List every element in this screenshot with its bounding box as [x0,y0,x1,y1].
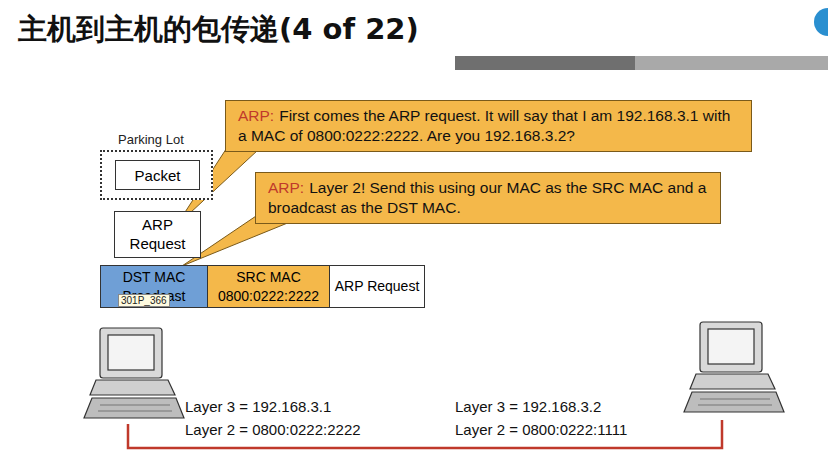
header-bar [635,56,828,70]
arp-request-box: ARP Request [114,211,201,258]
src-mac-field: SRC MAC0800:0222:2222 [208,265,330,308]
callout-tag: ARP: [268,179,304,196]
packet-box: Packet [115,160,200,190]
field-name: DST MAC [123,268,186,286]
logo-circle [814,8,828,36]
field-name: SRC MAC [236,268,301,286]
field-value: 0800:0222:2222 [218,287,319,305]
arp-request-field: ARP Request [330,265,425,308]
callout-text: Layer 2! Send this using our MAC as the … [268,179,706,216]
callout-text: First comes the ARP request. It will say… [238,107,730,144]
header-bar [455,56,635,70]
computer [684,322,784,412]
field-name: ARP Request [115,216,200,254]
parking-lot-box: Parking LotPacket [100,150,213,200]
callout-box: ARP:Layer 2! Send this using our MAC as … [255,172,721,224]
network-cable [128,420,722,448]
callout-box: ARP:First comes the ARP request. It will… [225,100,752,152]
heading: Parking Lot [118,132,184,147]
host-label: Layer 2 = 0800:0222:2222 [185,421,361,438]
callout-tag: ARP: [238,107,274,124]
host-label: Layer 3 = 192.168.3.2 [455,398,601,415]
host-label: Layer 3 = 192.168.3.1 [185,398,331,415]
computer [84,328,184,418]
host-label: Layer 2 = 0800:0222:1111 [455,421,627,438]
field-name: ARP Request [335,277,420,295]
slide-title: 主机到主机的包传递(4 of 22) [18,10,419,50]
field-name: Packet [135,167,181,184]
tooltip: 301P_366 [118,294,170,307]
